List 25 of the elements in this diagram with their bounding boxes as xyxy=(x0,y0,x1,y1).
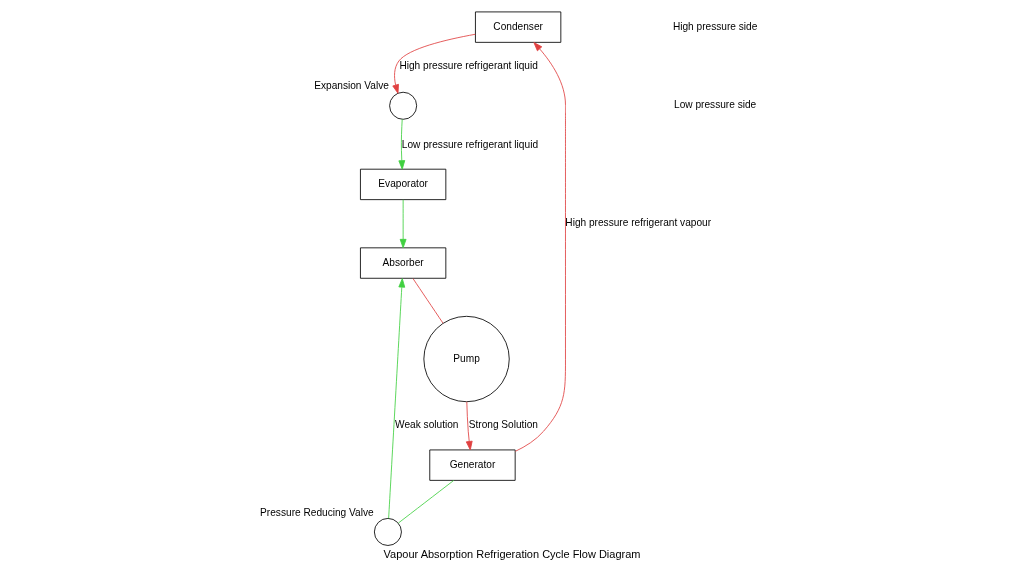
edge-label: High pressure refrigerant vapour xyxy=(565,217,712,229)
arrow xyxy=(399,199,407,249)
node-label: Pressure Reducing Valve xyxy=(260,506,374,518)
node-label: Expansion Valve xyxy=(314,80,389,92)
edge-label: Weak solution xyxy=(395,419,459,431)
arrow xyxy=(465,401,473,451)
connector xyxy=(412,278,444,324)
node-circle xyxy=(373,518,402,546)
connector xyxy=(397,480,455,524)
label: Low pressure side xyxy=(674,99,757,111)
label: High pressure side xyxy=(672,20,758,32)
caption: Vapour Absorption Refrigeration Cycle Flow Diagram xyxy=(383,547,641,560)
arrow xyxy=(392,33,476,94)
arrow xyxy=(515,42,566,452)
node-box: Condenser xyxy=(475,11,562,43)
node-box: Generator xyxy=(429,449,516,481)
node-box: Evaporator xyxy=(360,168,447,201)
node-circle xyxy=(389,91,418,120)
arrow xyxy=(398,118,406,170)
edge-label: Strong Solution xyxy=(468,419,538,431)
edge-label: Low pressure refrigerant liquid xyxy=(401,138,539,150)
edge-label: High pressure refrigerant liquid xyxy=(399,60,538,72)
node-box: Absorber xyxy=(360,247,447,279)
arrow xyxy=(388,278,406,519)
node-circle: Pump xyxy=(423,315,510,403)
